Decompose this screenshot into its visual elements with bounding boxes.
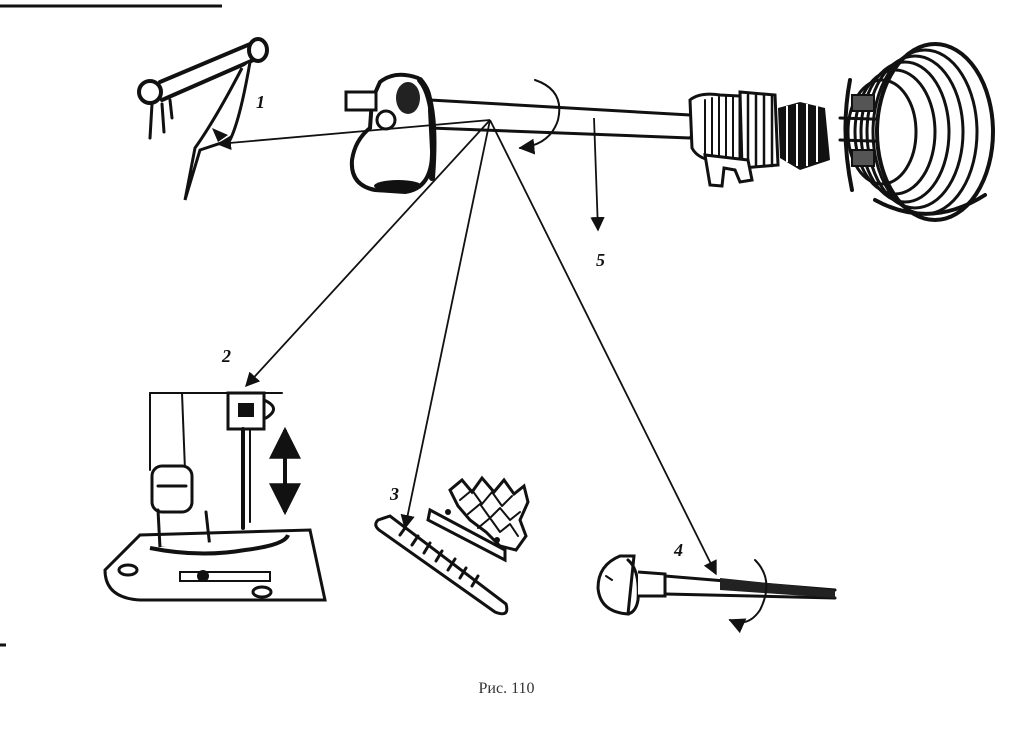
crank-counterweight bbox=[344, 72, 437, 195]
label-feed-dog: 3 bbox=[389, 484, 399, 504]
label-shuttle-shaft: 4 bbox=[673, 540, 683, 560]
presser-foot-assembly bbox=[103, 391, 327, 602]
label-presser-foot: 2 bbox=[221, 346, 231, 366]
label-main-shaft: 5 bbox=[596, 250, 605, 270]
handwheel-pulley bbox=[843, 42, 995, 222]
take-up-lever bbox=[137, 37, 269, 201]
shuttle-shaft-assembly bbox=[596, 554, 837, 634]
shaft-rotation-arrow bbox=[518, 79, 561, 155]
motion-arrows bbox=[216, 117, 717, 576]
label-take-up-lever: 1 bbox=[256, 92, 265, 112]
shuttle-rotation-arrow bbox=[728, 559, 768, 634]
figure-caption: Рис. 110 bbox=[478, 680, 535, 697]
feed-dog-teeth bbox=[448, 475, 530, 552]
gear-bushing bbox=[688, 90, 830, 188]
main-shaft-assembly bbox=[344, 42, 995, 222]
feed-dog-assembly bbox=[374, 475, 530, 616]
